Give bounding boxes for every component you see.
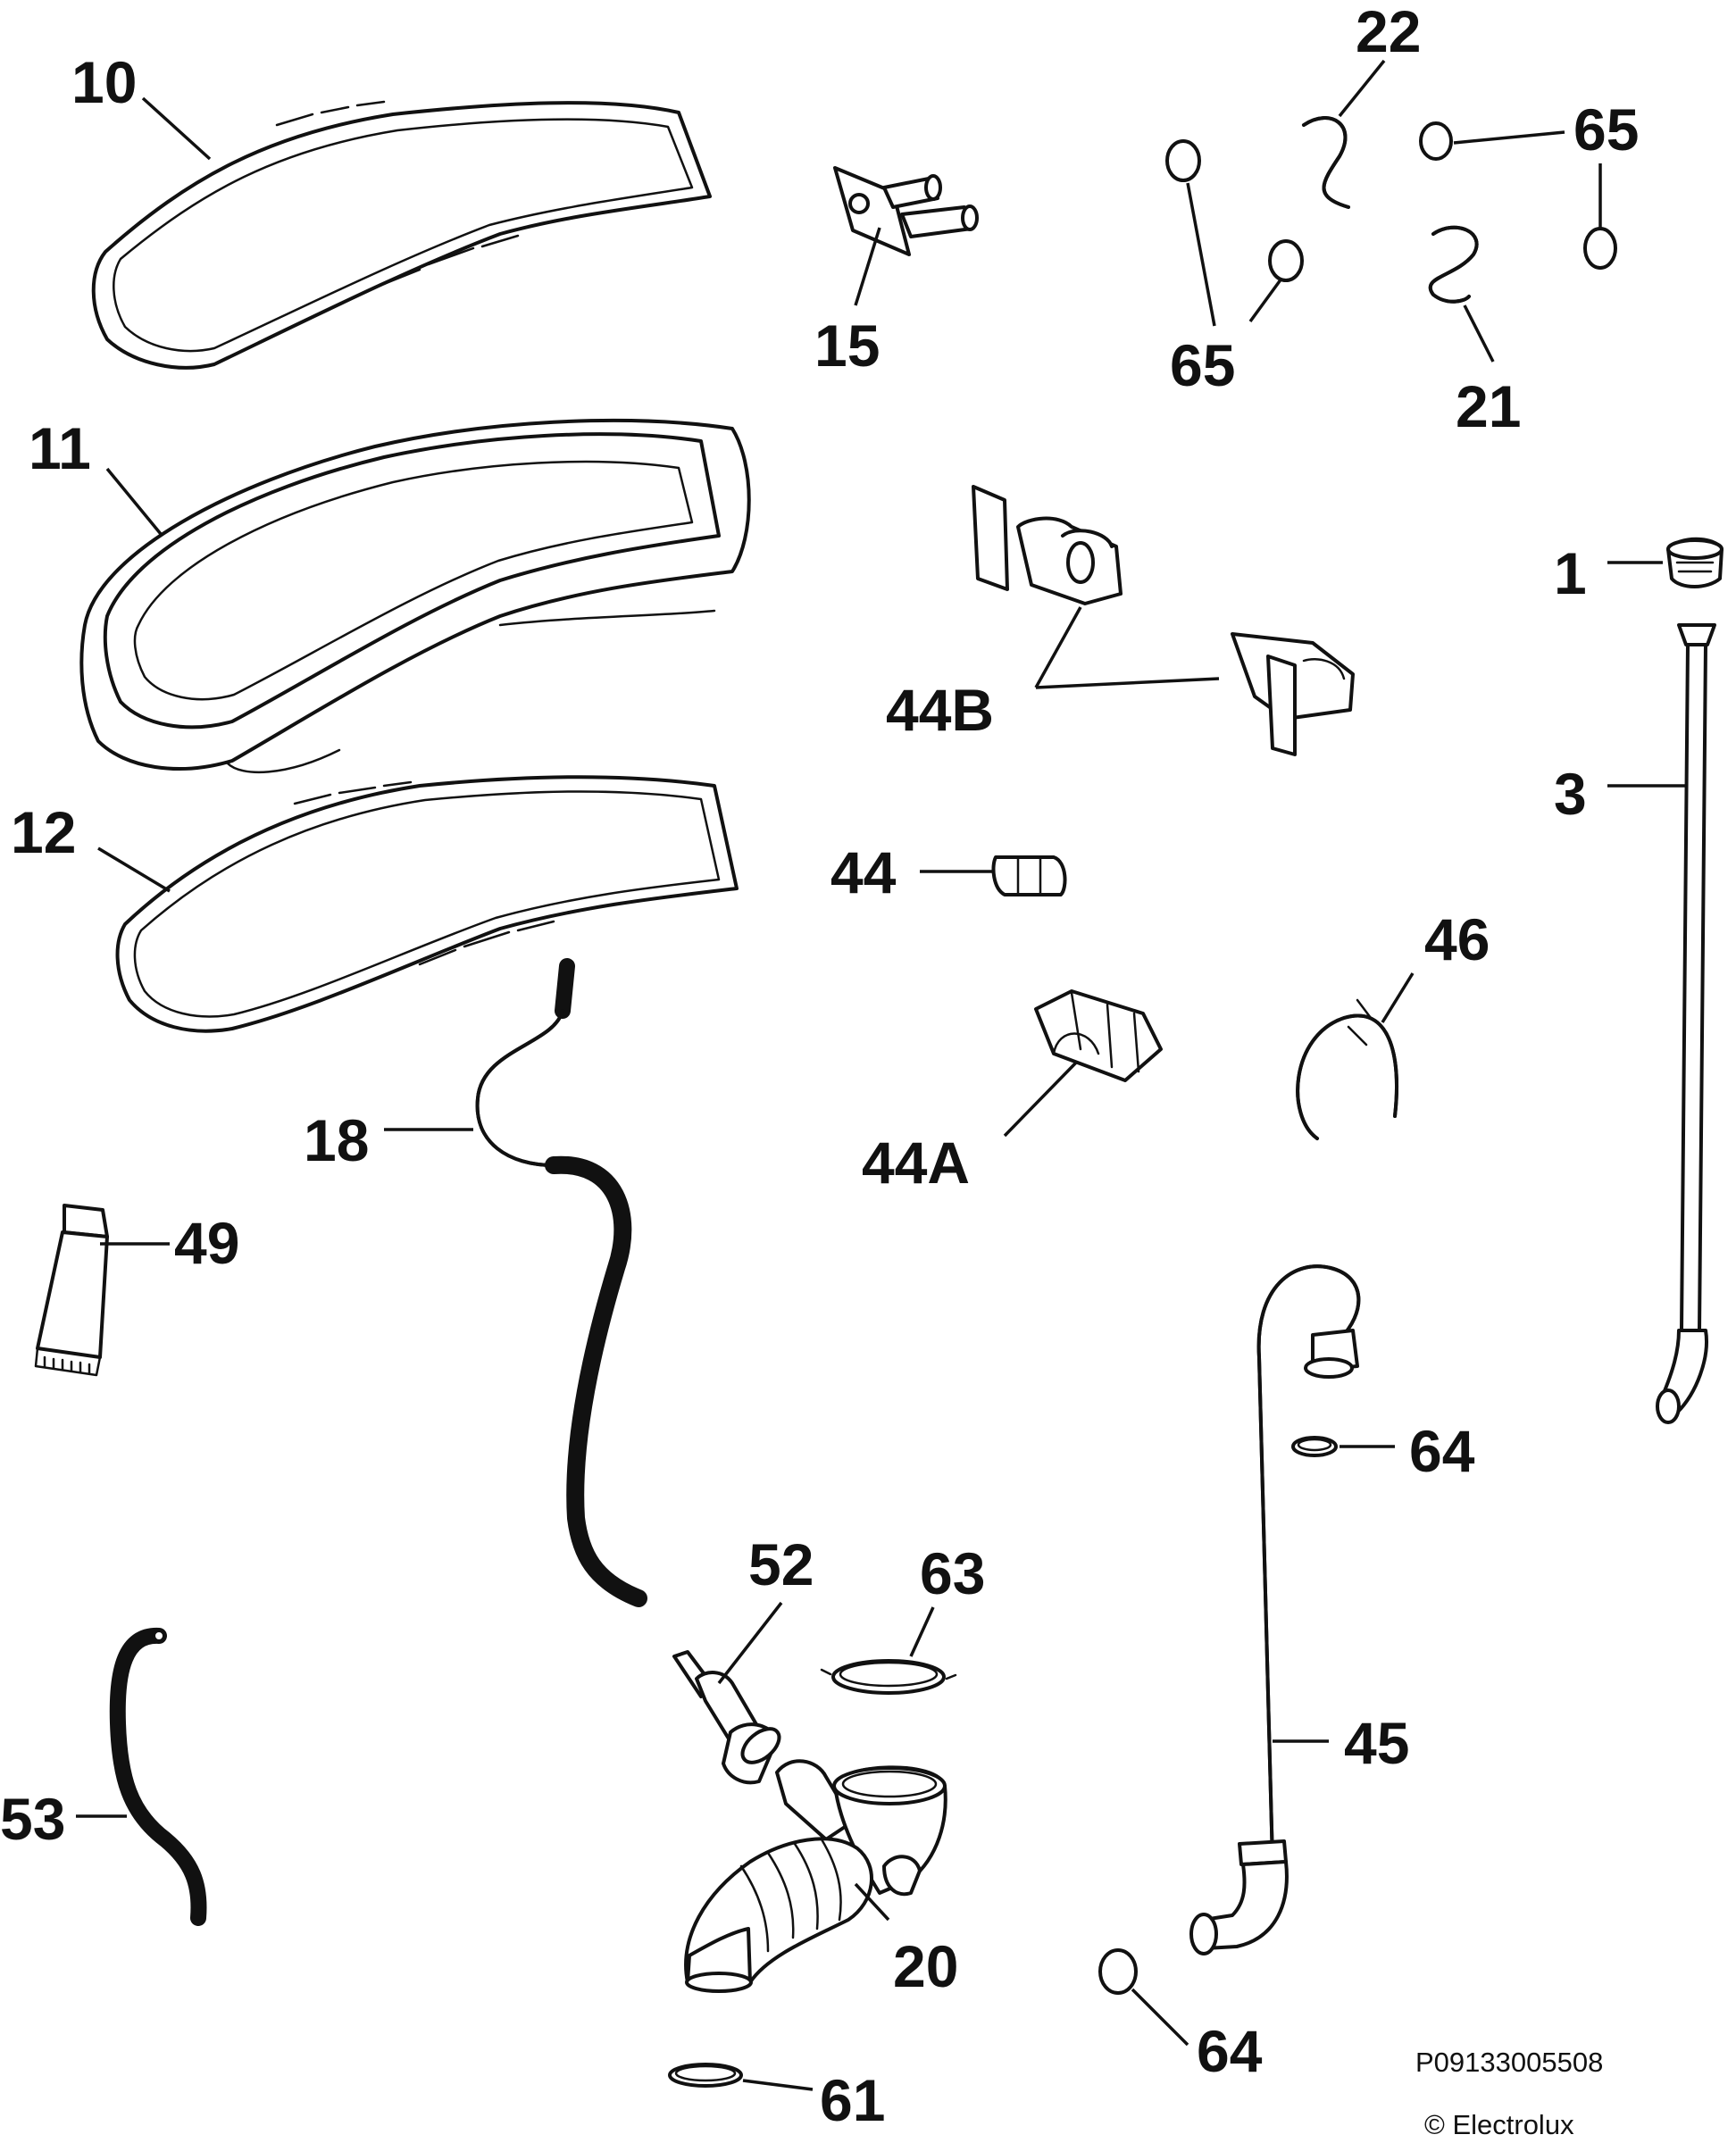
leader-65b-1 bbox=[1453, 130, 1565, 145]
callout-18: 18 bbox=[304, 1107, 369, 1173]
leader-15 bbox=[854, 227, 881, 306]
part-61-clamp bbox=[668, 2063, 743, 2088]
leader-44b-2 bbox=[1035, 677, 1220, 689]
part-12-seal-frame bbox=[115, 775, 739, 1033]
leader-20 bbox=[854, 1882, 890, 1922]
part-18-drain-hose bbox=[475, 958, 647, 1607]
part-49-filter-brush bbox=[34, 1204, 109, 1377]
leader-44b-1 bbox=[1034, 606, 1082, 688]
callout-10: 10 bbox=[71, 49, 137, 115]
part-63-clamp bbox=[820, 1659, 957, 1695]
leader-12 bbox=[97, 846, 171, 893]
part-53-hose bbox=[109, 1628, 207, 1926]
part-21-hose bbox=[1429, 225, 1479, 304]
leader-10 bbox=[141, 96, 212, 161]
callout-65a: 65 bbox=[1170, 332, 1235, 398]
leader-65a-2 bbox=[1248, 277, 1283, 323]
part-65-clamps bbox=[1165, 121, 1617, 282]
part-15-valve-bracket bbox=[833, 166, 979, 256]
part-11-door-bezel bbox=[79, 418, 751, 774]
drawing-code: P09133005508 bbox=[1415, 2047, 1603, 2078]
callout-52: 52 bbox=[748, 1531, 814, 1597]
callout-22: 22 bbox=[1356, 0, 1421, 64]
leader-46 bbox=[1381, 972, 1415, 1023]
callout-21: 21 bbox=[1456, 373, 1521, 439]
callout-44a: 44A bbox=[862, 1130, 970, 1196]
part-46-hose-guide bbox=[1296, 998, 1398, 1140]
callout-64a: 64 bbox=[1409, 1418, 1475, 1484]
leader-61 bbox=[742, 2079, 814, 2091]
part-3-tube bbox=[1656, 623, 1716, 1424]
copyright-label: © Electrolux bbox=[1424, 2109, 1574, 2140]
leader-11 bbox=[105, 467, 163, 536]
part-64-clamps bbox=[1098, 1436, 1338, 1995]
part-22-hose bbox=[1302, 116, 1350, 209]
callout-64b: 64 bbox=[1197, 2018, 1263, 2084]
callout-3: 3 bbox=[1554, 761, 1587, 827]
leader-65a-1 bbox=[1186, 182, 1216, 327]
callout-15: 15 bbox=[814, 313, 880, 379]
part-1-cap bbox=[1666, 537, 1723, 588]
part-10-seal-frame bbox=[91, 100, 712, 370]
leader-44a bbox=[1003, 1061, 1078, 1138]
part-52-sensor-tube bbox=[672, 1650, 781, 1785]
callout-65b: 65 bbox=[1573, 96, 1639, 163]
part-45-drain-hose bbox=[1189, 1264, 1361, 1955]
leader-64b bbox=[1131, 1988, 1189, 2047]
leader-22 bbox=[1338, 59, 1386, 118]
leader-21 bbox=[1463, 304, 1495, 363]
leader-52 bbox=[717, 1601, 783, 1685]
callout-53: 53 bbox=[0, 1786, 65, 1852]
part-44a-clip-block bbox=[1034, 989, 1163, 1082]
callout-61: 61 bbox=[820, 2067, 885, 2133]
callout-63: 63 bbox=[920, 1540, 985, 1606]
part-20-sump-hose bbox=[684, 1759, 947, 1993]
callout-44: 44 bbox=[830, 839, 897, 905]
callout-20: 20 bbox=[893, 1933, 958, 1999]
part-44b-hose-clips bbox=[972, 485, 1355, 756]
callout-45: 45 bbox=[1344, 1710, 1409, 1776]
callout-49: 49 bbox=[174, 1210, 239, 1276]
part-44-clip bbox=[991, 855, 1067, 896]
callout-1: 1 bbox=[1554, 540, 1587, 606]
callout-12: 12 bbox=[11, 799, 76, 865]
callout-46: 46 bbox=[1424, 906, 1490, 972]
callout-44b: 44B bbox=[886, 677, 994, 743]
leader-63 bbox=[909, 1606, 935, 1657]
callout-11: 11 bbox=[29, 415, 91, 481]
